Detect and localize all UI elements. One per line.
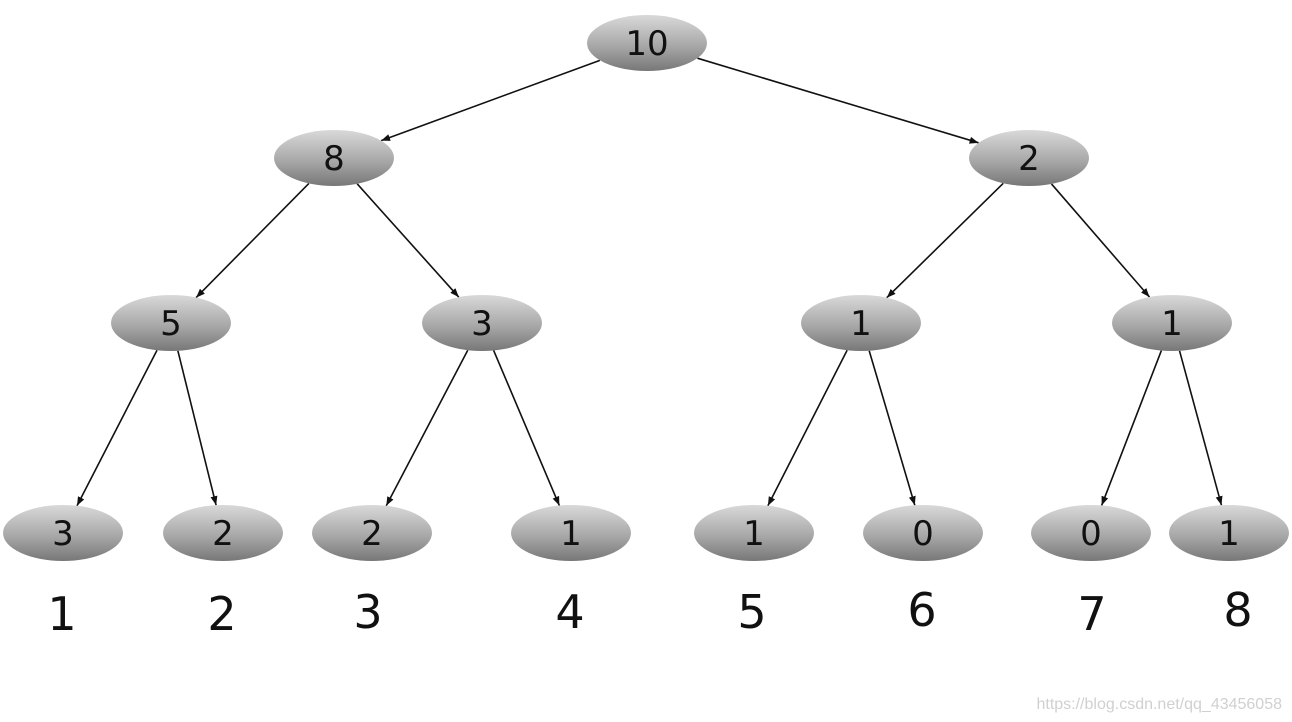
tree-node-value: 1	[743, 514, 765, 554]
tree-node-ellipse	[863, 505, 983, 561]
tree-node-n13: 0	[863, 505, 983, 561]
edge-n2-n5	[356, 183, 460, 298]
tree-node-value: 1	[1218, 514, 1240, 554]
tree-node-ellipse	[163, 505, 283, 561]
tree-node-n14: 0	[1031, 505, 1151, 561]
tree-node-n12: 1	[694, 505, 814, 561]
tree-node-n2: 8	[274, 130, 394, 186]
tree-node-value: 0	[912, 514, 934, 554]
edge-n7-n14	[1100, 350, 1163, 506]
edge-n3-n6	[886, 182, 1004, 299]
edge-n5-n10	[385, 349, 469, 507]
tree-node-ellipse	[3, 505, 123, 561]
edge-n7-n15	[1178, 350, 1223, 506]
tree-node-n6: 1	[801, 295, 921, 351]
tree-node-value: 2	[1018, 139, 1040, 179]
tree-edges	[76, 57, 1223, 507]
leaf-index-label: 2	[207, 587, 236, 641]
tree-node-value: 5	[160, 304, 182, 344]
edge-n6-n12	[767, 349, 848, 507]
leaf-index-label: 6	[907, 583, 936, 637]
tree-node-ellipse	[312, 505, 432, 561]
tree-node-n9: 2	[163, 505, 283, 561]
edge-n2-n4	[195, 182, 310, 299]
leaf-index-label: 7	[1077, 587, 1106, 641]
tree-node-n3: 2	[969, 130, 1089, 186]
leaf-index-label: 8	[1223, 583, 1252, 637]
leaf-index-label: 4	[555, 585, 584, 639]
tree-node-ellipse	[1031, 505, 1151, 561]
edge-n4-n8	[76, 349, 158, 507]
tree-node-value: 1	[850, 304, 872, 344]
tree-node-ellipse	[969, 130, 1089, 186]
tree-node-value: 2	[361, 514, 383, 554]
edge-n5-n11	[492, 350, 561, 506]
tree-node-value: 3	[471, 304, 493, 344]
edge-n3-n7	[1050, 183, 1151, 298]
tree-node-n7: 1	[1112, 295, 1232, 351]
tree-node-n11: 1	[511, 505, 631, 561]
edge-n1-n3	[697, 57, 979, 144]
tree-node-value: 8	[323, 139, 345, 179]
watermark-text: https://blog.csdn.net/qq_43456058	[1036, 696, 1282, 713]
tree-node-value: 2	[212, 514, 234, 554]
leaf-index-label: 5	[737, 585, 766, 639]
tree-node-n15: 1	[1169, 505, 1289, 561]
tree-node-n10: 2	[312, 505, 432, 561]
tree-node-n8: 3	[3, 505, 123, 561]
leaf-indices: 1 2 3 4 5 6 7 8	[47, 583, 1252, 641]
tree-node-n1: 10	[587, 15, 707, 71]
tree-node-ellipse	[111, 295, 231, 351]
tree-node-ellipse	[1112, 295, 1232, 351]
tree-node-value: 1	[1161, 304, 1183, 344]
tree-node-ellipse	[801, 295, 921, 351]
edge-n6-n13	[868, 350, 916, 506]
tree-node-value: 3	[52, 514, 74, 554]
edge-n4-n9	[177, 350, 218, 506]
tree-node-value: 1	[560, 514, 582, 554]
tree-node-n4: 5	[111, 295, 231, 351]
leaf-index-label: 1	[47, 587, 76, 641]
tree-node-ellipse	[587, 15, 707, 71]
tree-node-ellipse	[422, 295, 542, 351]
tree-node-ellipse	[694, 505, 814, 561]
tree-node-value: 0	[1080, 514, 1102, 554]
edge-n1-n2	[380, 59, 601, 142]
tree-node-ellipse	[274, 130, 394, 186]
tree-node-value: 10	[625, 24, 668, 64]
tree-node-ellipse	[511, 505, 631, 561]
tree-node-ellipse	[1169, 505, 1289, 561]
leaf-index-label: 3	[353, 585, 382, 639]
tree-node-n5: 3	[422, 295, 542, 351]
